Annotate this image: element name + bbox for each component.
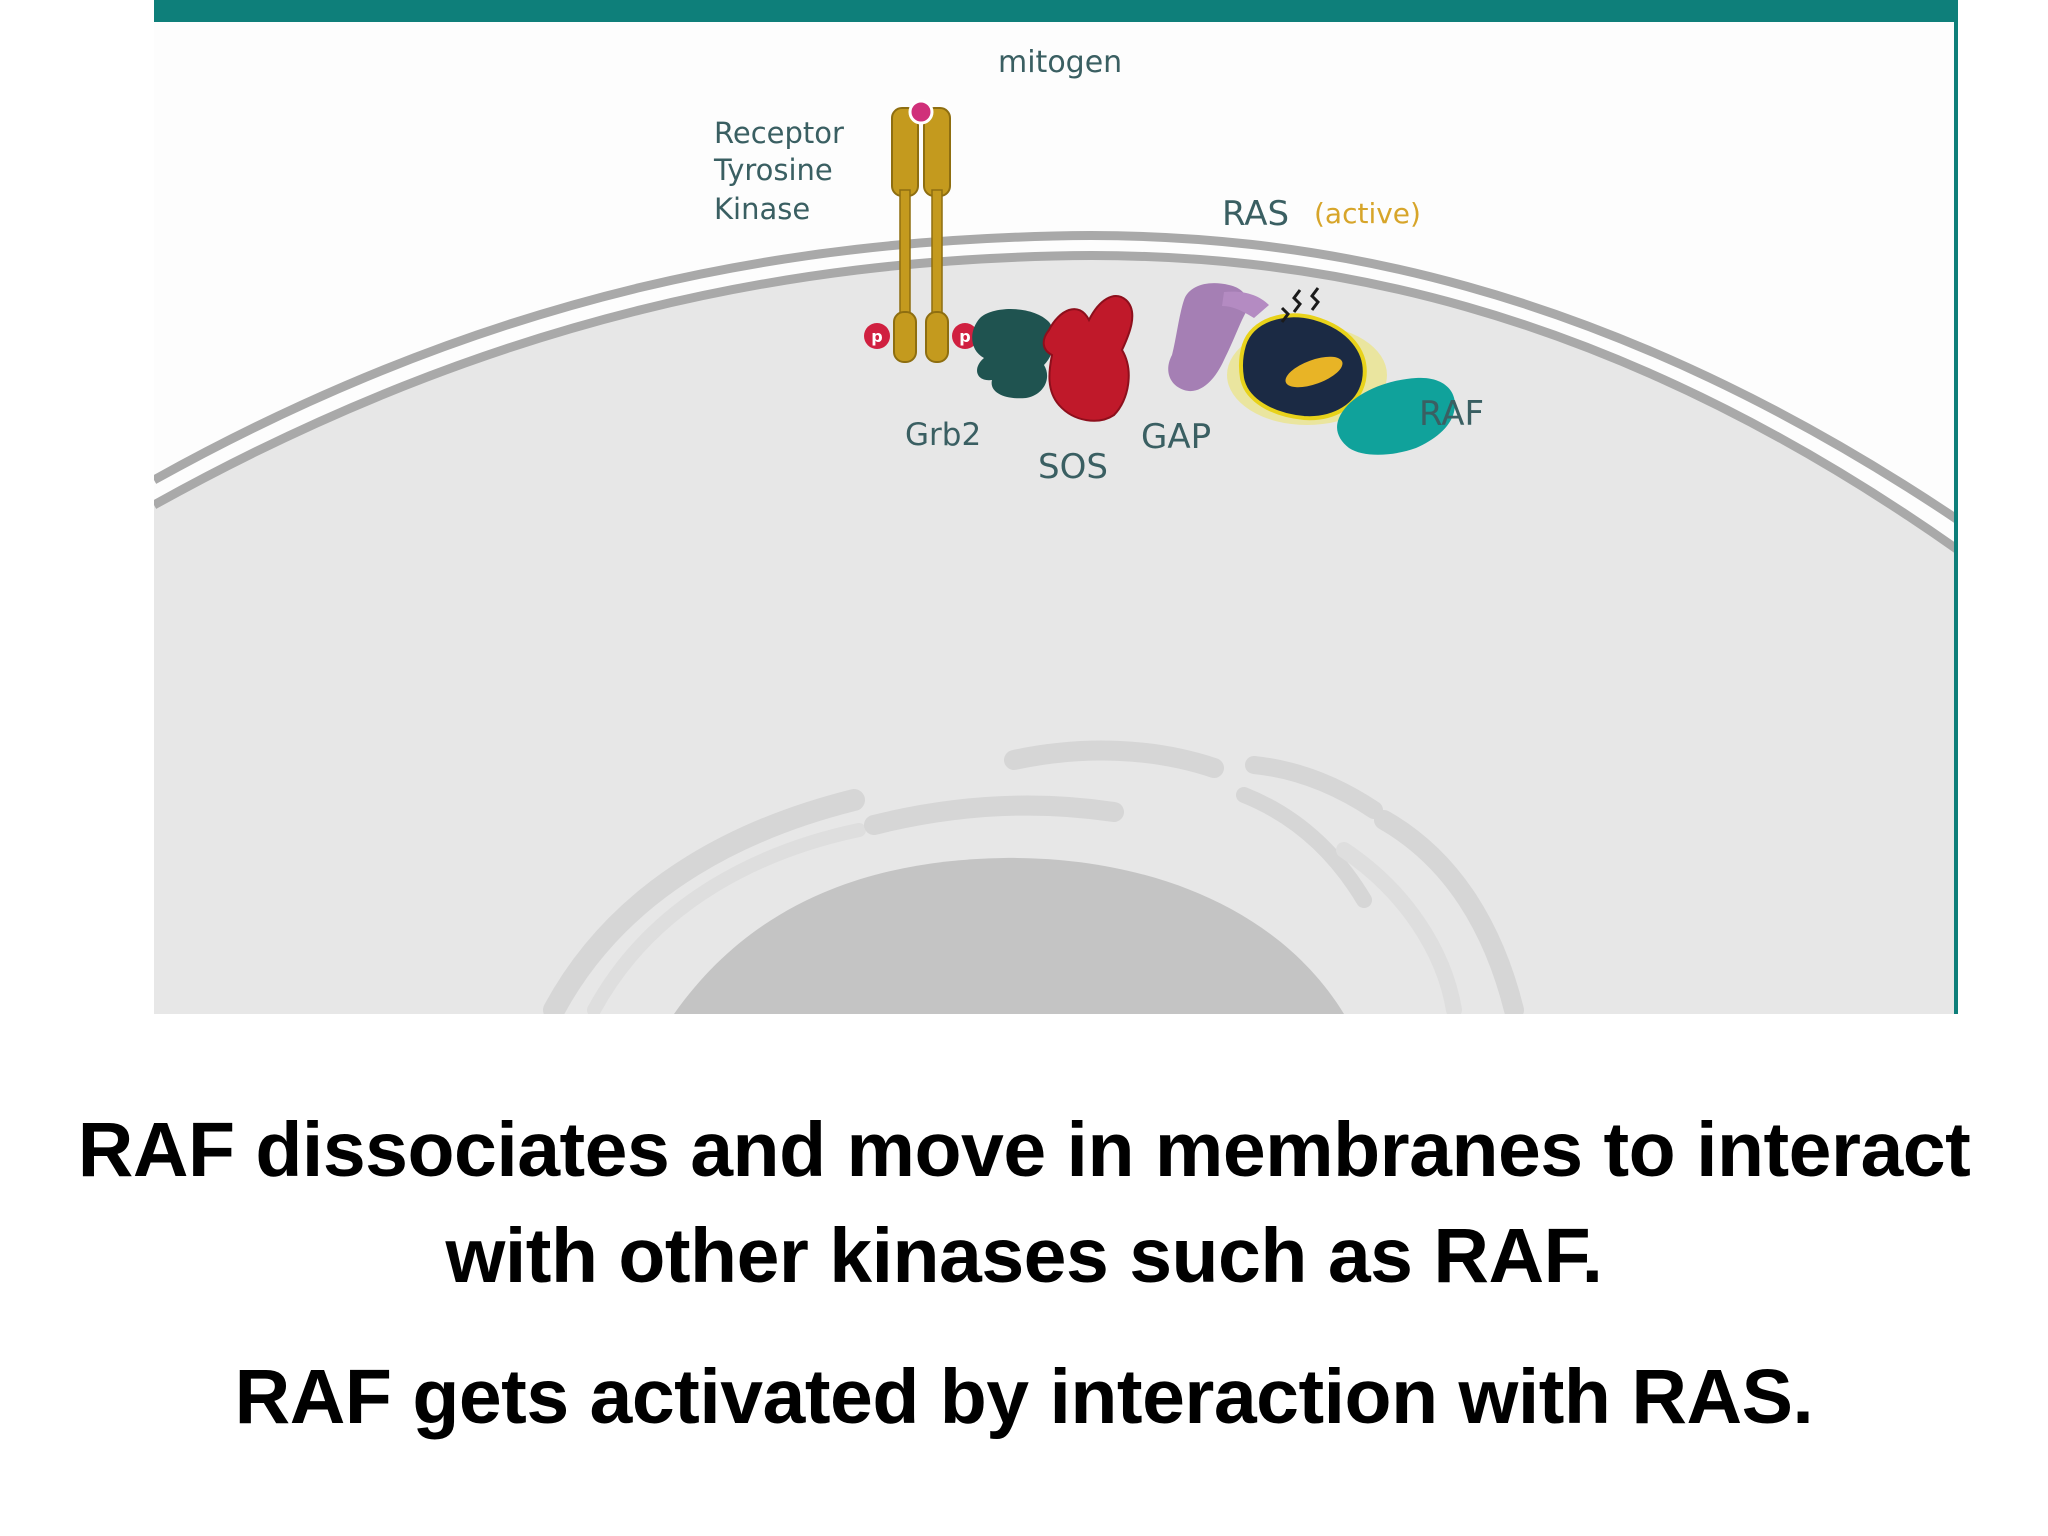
label-mitogen: mitogen xyxy=(998,45,1122,80)
frame-top-bar xyxy=(154,0,1958,22)
label-ras: RAS xyxy=(1222,194,1289,234)
caption-line-1: RAF dissociates and move in membranes to… xyxy=(77,1107,1971,1193)
label-ras-state: (active) xyxy=(1314,197,1421,230)
label-grb2: Grb2 xyxy=(905,417,981,453)
caption-paragraph-1: RAF dissociates and move in membranes to… xyxy=(0,1097,2048,1309)
label-receptor-line1: Receptor xyxy=(714,116,844,150)
gap-protein xyxy=(1168,283,1249,392)
phosphate-left xyxy=(864,323,890,349)
grb2-protein xyxy=(972,309,1055,399)
mitogen-molecule xyxy=(908,99,934,125)
ras-gtp xyxy=(1285,356,1343,388)
plasma-membrane-inner xyxy=(154,251,1958,554)
label-raf: RAF xyxy=(1419,394,1484,434)
caption-paragraph-2: RAF gets activated by interaction with R… xyxy=(0,1344,2048,1450)
diagram-canvas: p p mitogen Receptor xyxy=(154,0,1958,1014)
cell-cytoplasm xyxy=(154,255,1958,1014)
ras-activity-sparks xyxy=(1280,287,1320,323)
label-receptor-line2: Tyrosine xyxy=(713,153,833,187)
plasma-membrane-outer xyxy=(154,231,1958,524)
receptor-tyrosine-kinase xyxy=(891,107,951,363)
phosphate-left-label: p xyxy=(871,327,882,346)
frame-right-edge xyxy=(1954,0,1958,1014)
label-sos: SOS xyxy=(1038,447,1108,487)
endoplasmic-reticulum xyxy=(543,740,1524,1014)
caption-line-2: with other kinases such as RAF. xyxy=(445,1213,1603,1299)
caption-line-3: RAF gets activated by interaction with R… xyxy=(234,1354,1814,1440)
nucleus xyxy=(674,857,1344,1014)
phosphate-right xyxy=(952,323,978,349)
sos-protein xyxy=(1042,295,1134,422)
label-receptor-line3: Kinase xyxy=(714,192,810,226)
raf-protein xyxy=(1337,377,1455,455)
signaling-diagram: p p mitogen Receptor xyxy=(154,0,1958,1014)
gap-arm xyxy=(1222,291,1269,318)
phosphate-right-label: p xyxy=(959,327,970,346)
label-gap: GAP xyxy=(1141,417,1211,457)
